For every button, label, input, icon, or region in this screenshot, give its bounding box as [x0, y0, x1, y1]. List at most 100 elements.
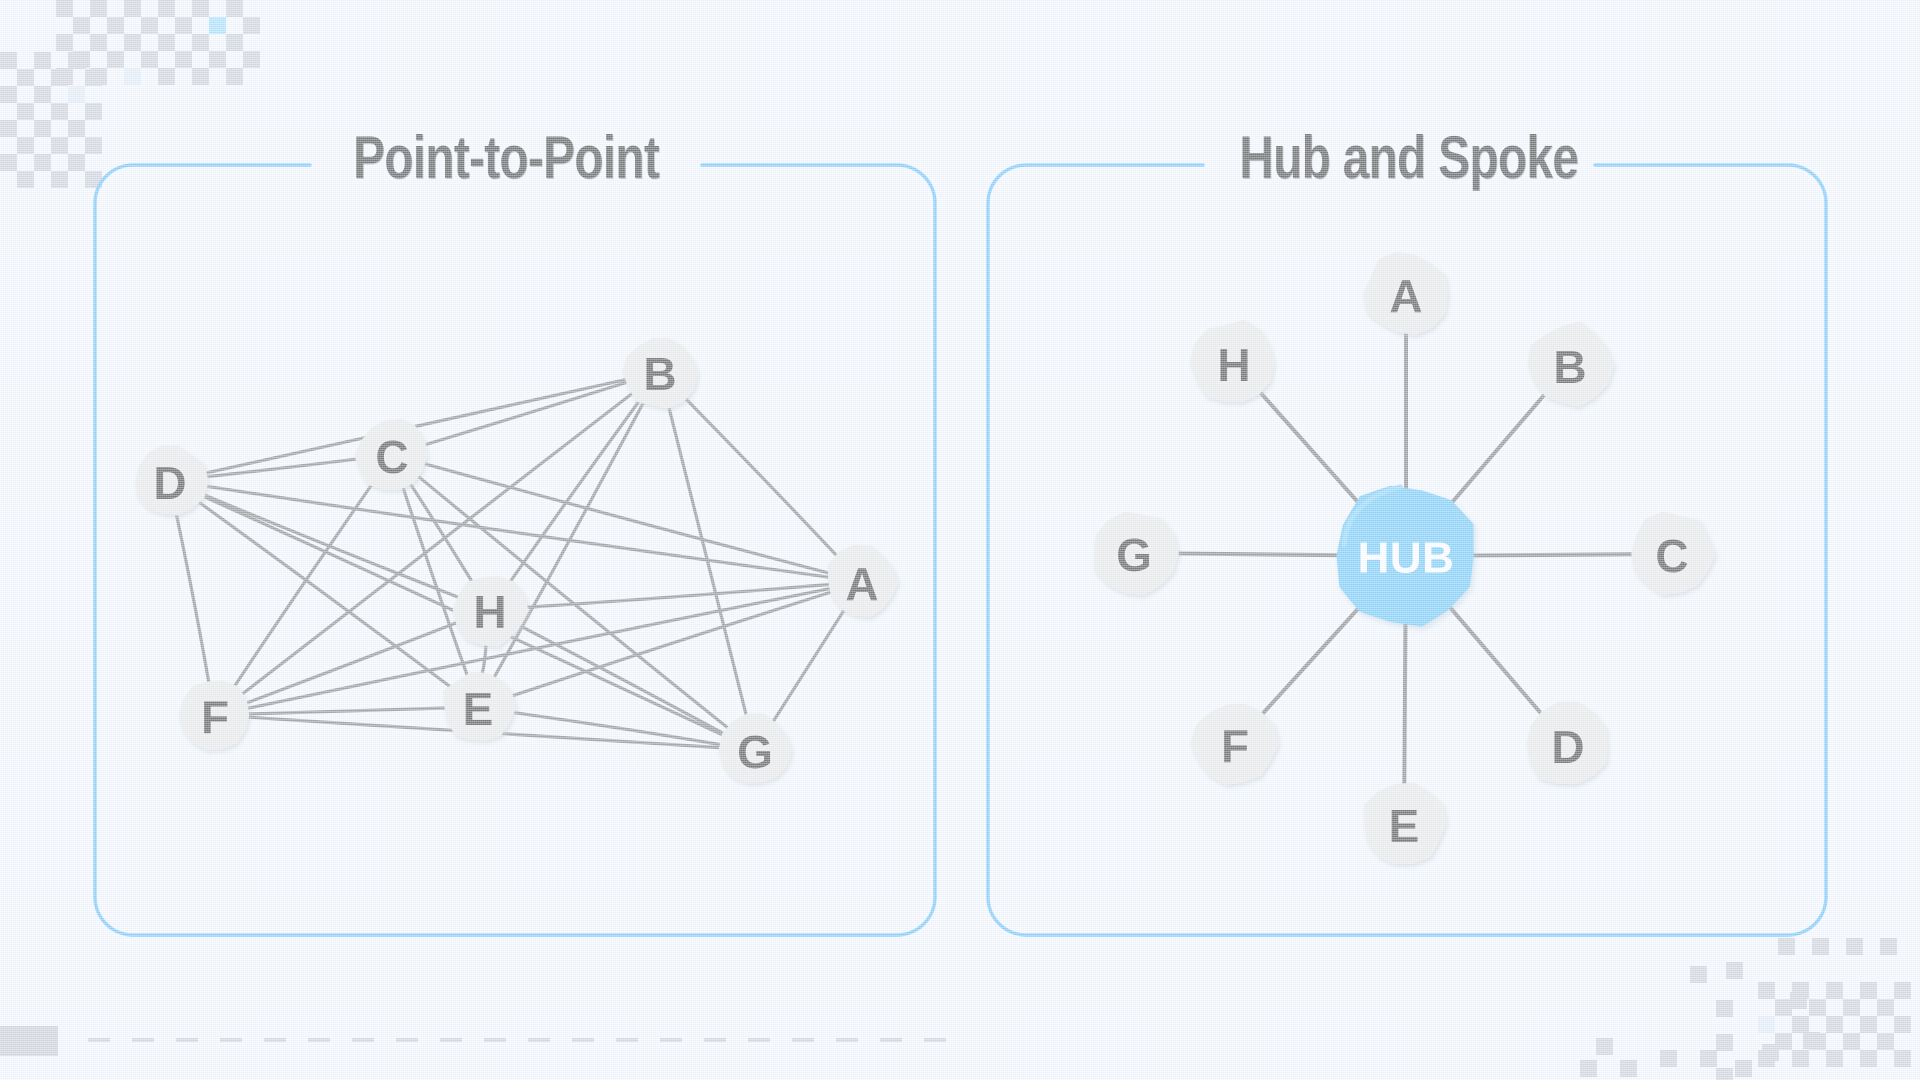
decorative-square: [85, 69, 102, 86]
decorative-square: [1860, 1016, 1877, 1033]
mesh-node-B[interactable]: B: [622, 337, 699, 409]
panel-outline: [986, 163, 1828, 937]
spoke-node-B[interactable]: B: [1527, 321, 1615, 407]
decorative-square: [1894, 1050, 1911, 1067]
mesh-edge-B-H: [507, 396, 643, 586]
checker-block-top-left-upper: [56, 0, 260, 85]
mesh-node-group: A B C D E F G H: [135, 337, 899, 784]
node-label: H: [1217, 339, 1250, 391]
decorative-square: [68, 120, 85, 137]
decorative-square: [0, 154, 17, 171]
hub-node[interactable]: HUB: [1336, 484, 1474, 627]
decorative-square: [1775, 999, 1792, 1016]
decorative-square: [243, 51, 260, 68]
decorative-square: [1716, 1068, 1733, 1080]
mesh-edge-B-E: [491, 398, 647, 681]
panel-border-hub-and-spoke: [986, 163, 1828, 937]
mesh-edge-D-A: [200, 484, 832, 579]
mesh-edge-E-G: [508, 710, 725, 747]
node-shape: [1190, 319, 1275, 403]
decorative-square: [124, 0, 141, 17]
decorative-square: [141, 17, 158, 34]
decorative-square: [51, 103, 68, 120]
decorative-square: [107, 51, 124, 68]
decorative-square: [1716, 1034, 1733, 1051]
spoke-node-D[interactable]: D: [1526, 701, 1608, 785]
spoke-edge-hub-E: [1402, 616, 1408, 788]
mesh-node-C[interactable]: C: [354, 418, 428, 491]
decorative-square: [226, 34, 243, 51]
mesh-node-E[interactable]: E: [443, 672, 517, 741]
spoke-edge-group: [1170, 330, 1636, 788]
node-shape: [1526, 701, 1608, 785]
spoke-node-C[interactable]: C: [1631, 511, 1717, 596]
node-label: C: [375, 431, 408, 483]
decorative-square: [209, 17, 226, 34]
decorative-square: [1596, 1038, 1613, 1055]
decorative-square: [51, 137, 68, 154]
node-shape: [827, 544, 899, 618]
spoke-node-A[interactable]: A: [1363, 252, 1449, 336]
decorative-square: [1726, 962, 1743, 979]
spoke-edge-hub-B: [1444, 391, 1548, 511]
decorative-square: [1758, 1016, 1775, 1033]
node-shape: [1094, 511, 1179, 596]
mesh-edge-H-F: [243, 619, 462, 706]
checker-block-bottom-right-column: [1716, 1000, 1733, 1080]
node-shape: [135, 445, 209, 516]
spoke-node-group: AB C D E F G H: [1094, 252, 1717, 865]
decorative-square: [34, 120, 51, 137]
mesh-node-A[interactable]: A: [827, 544, 899, 618]
mesh-edge-A-G: [770, 607, 847, 725]
node-label: B: [643, 348, 676, 400]
mesh-edge-A-E: [506, 590, 834, 699]
node-shape: [178, 680, 250, 751]
node-label: G: [1116, 529, 1152, 581]
spoke-node-H[interactable]: H: [1190, 319, 1275, 403]
decorative-square: [1690, 966, 1707, 983]
spoke-edge-hub-F: [1258, 599, 1367, 718]
decorative-square: [0, 120, 17, 137]
decorative-square: [1758, 982, 1775, 999]
decorative-square: [17, 103, 34, 120]
spoke-node-F[interactable]: F: [1190, 703, 1279, 786]
hub-node-group: HUB: [1336, 484, 1474, 627]
node-label: E: [463, 683, 494, 735]
decorative-square: [124, 68, 141, 85]
node-shape: [452, 576, 529, 647]
spoke-node-G[interactable]: G: [1094, 511, 1179, 596]
node-shape: [443, 672, 517, 741]
decorative-square: [1660, 1050, 1677, 1067]
decorative-square: [1826, 1016, 1843, 1033]
decorative-square: [124, 34, 141, 51]
node-label: H: [473, 586, 506, 638]
spoke-node-E[interactable]: E: [1364, 782, 1447, 865]
decorative-square: [1843, 1033, 1860, 1050]
dashed-rule-cap: [0, 1026, 58, 1056]
decorative-square: [85, 171, 102, 188]
mesh-edge-C-F: [231, 479, 376, 691]
mesh-edge-A-H: [520, 582, 832, 610]
spoke-edge-hub-C: [1466, 552, 1636, 558]
panel-outline: [93, 163, 937, 937]
mesh-edge-B-G: [666, 401, 749, 721]
decorative-square: [68, 52, 85, 69]
mesh-edge-C-B: [421, 379, 631, 448]
mesh-edge-D-E: [194, 498, 454, 690]
decorative-square: [107, 17, 124, 34]
mesh-node-G[interactable]: G: [718, 713, 793, 784]
decorative-square: [243, 17, 260, 34]
node-label: D: [1551, 721, 1584, 773]
decorative-square: [1877, 999, 1894, 1016]
decorative-square: [51, 69, 68, 86]
decorative-square: [1792, 1016, 1809, 1033]
mesh-node-H[interactable]: H: [452, 576, 529, 647]
mesh-edge-C-H: [407, 480, 475, 585]
checker-scatter-trail: [1580, 962, 1820, 1077]
mesh-node-D[interactable]: D: [135, 445, 209, 516]
decorative-square: [1778, 938, 1795, 955]
decorative-square: [90, 0, 107, 17]
mesh-node-F[interactable]: F: [178, 680, 250, 751]
